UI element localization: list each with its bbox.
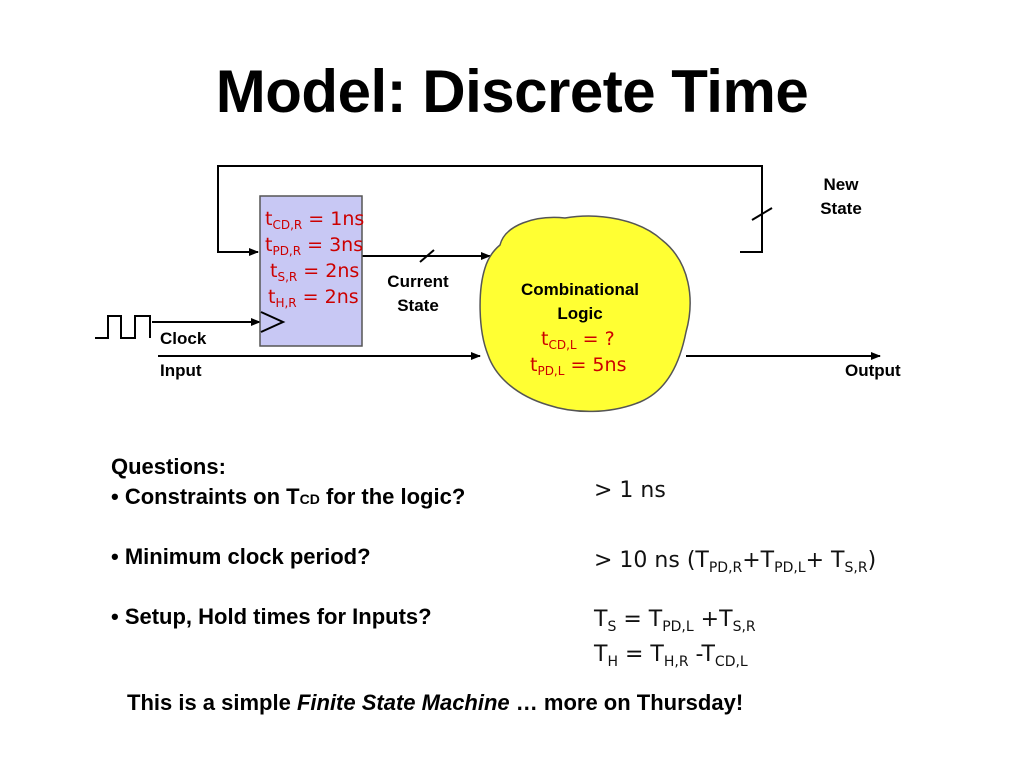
clock-label: Clock bbox=[160, 329, 207, 348]
footer-note: This is a simple Finite State Machine … … bbox=[127, 690, 744, 715]
new-state-label-line1: New bbox=[824, 175, 860, 194]
current-state-bus-slash bbox=[419, 249, 435, 263]
new-state-label-line2: State bbox=[820, 199, 862, 218]
current-state-label-line1: Current bbox=[387, 272, 449, 291]
logic-blob bbox=[479, 215, 691, 413]
logic-label-line2: Logic bbox=[557, 304, 602, 323]
current-state-label-line2: State bbox=[397, 296, 439, 315]
questions-heading: Questions: bbox=[111, 454, 226, 479]
register-param-h: tH,R = 2ns bbox=[268, 286, 359, 310]
answer-tcd: > 1 ns bbox=[594, 478, 666, 503]
register-param-pd: tPD,R = 3ns bbox=[265, 234, 363, 258]
question-setup-hold: • Setup, Hold times for Inputs? bbox=[111, 604, 432, 629]
slide-title: Model: Discrete Time bbox=[215, 58, 809, 125]
logic-param-pd: tPD,L = 5ns bbox=[530, 354, 626, 378]
answer-setup: TS = TPD,L +TS,R bbox=[594, 607, 756, 635]
question-tcd: • Constraints on TCD for the logic? bbox=[111, 484, 466, 509]
fsm-diagram: tCD,R = 1ns tPD,R = 3ns tS,R = 2ns tH,R … bbox=[95, 165, 901, 413]
question-min-clock: • Minimum clock period? bbox=[111, 544, 371, 569]
output-label: Output bbox=[845, 361, 901, 380]
register-param-cd: tCD,R = 1ns bbox=[265, 208, 364, 232]
clock-waveform bbox=[95, 315, 151, 339]
answer-hold: TH = TH,R -TCD,L bbox=[594, 642, 748, 670]
logic-param-cd: tCD,L = ? bbox=[541, 328, 615, 352]
feedback-wire bbox=[217, 165, 763, 256]
register-box bbox=[259, 195, 363, 347]
new-state-bus-slash bbox=[751, 207, 773, 221]
input-label: Input bbox=[160, 361, 202, 380]
register-param-s: tS,R = 2ns bbox=[270, 260, 359, 284]
logic-label-line1: Combinational bbox=[521, 280, 639, 299]
register-clock-triangle bbox=[260, 311, 286, 333]
answer-min-clock: > 10 ns (TPD,R+TPD,L+ TS,R) bbox=[594, 548, 877, 576]
